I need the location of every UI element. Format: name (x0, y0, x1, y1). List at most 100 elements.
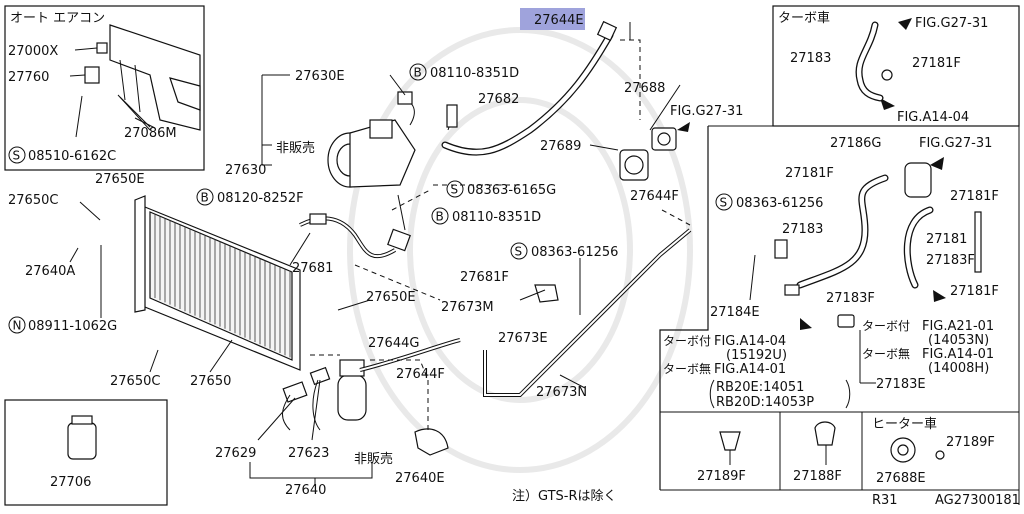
label-fig-a14-01-b: FIG.A14-01 (922, 347, 994, 362)
label-ag-code: AG27300181 (935, 493, 1020, 508)
label-27650E-mid: 27650E (366, 290, 416, 305)
label-27681F: 27681F (460, 270, 509, 285)
label-27181F-a: 27181F (785, 166, 834, 181)
label-turbo-without-a: ターボ無 (663, 361, 711, 376)
label-27000X: 27000X (8, 44, 58, 59)
label-27184E: 27184E (710, 305, 760, 320)
label-08510-6162C: 08510-6162C (28, 149, 116, 164)
label-27183F-b: 27183F (826, 291, 875, 306)
label-27706: 27706 (50, 475, 91, 490)
svg-text:B: B (436, 210, 444, 224)
svg-text:B: B (201, 191, 209, 205)
label-15192U: (15192U) (726, 348, 787, 363)
label-27650C-top: 27650C (8, 193, 58, 208)
label-27640A: 27640A (25, 264, 75, 279)
svg-text:B: B (414, 66, 422, 80)
label-27181F-top: 27181F (912, 56, 961, 71)
symbol-s-08510: S (8, 146, 26, 164)
svg-text:S: S (13, 149, 21, 163)
label-14008H: (14008H) (928, 361, 989, 376)
symbol-s-08363-6165G: S (446, 180, 464, 198)
arrow-to-fig-g27-31-top (898, 18, 912, 30)
label-fig-a21-01: FIG.A21-01 (922, 319, 994, 334)
label-hihanbai-2: 非販売 (354, 451, 393, 467)
label-27688: 27688 (624, 81, 665, 96)
label-27630E: 27630E (295, 69, 345, 84)
label-27186G: 27186G (830, 136, 881, 151)
right-panel-frame (659, 126, 709, 490)
inset-auto-aircon (4, 5, 205, 171)
bracket-27688-drawing (619, 127, 677, 181)
label-27650: 27650 (190, 374, 231, 389)
symbol-b-08120: B (196, 188, 214, 206)
aircon-bracket-drawing (84, 24, 201, 131)
label-turbo-with-a: ターボ付 (663, 334, 711, 348)
arrow-to-fig-g27-31-right (930, 157, 944, 170)
arrow-to-fig-a14-04-top (880, 98, 895, 110)
label-27644G: 27644G (368, 336, 419, 351)
svg-text:S: S (515, 245, 523, 259)
symbol-n-08911: N (8, 316, 26, 334)
label-27673E: 27673E (498, 331, 548, 346)
label-27181: 27181 (926, 232, 967, 247)
label-27688E: 27688E (876, 471, 926, 486)
label-27181F-b: 27181F (950, 189, 999, 204)
highlight-27644E (520, 8, 585, 30)
label-08911-1062G: 08911-1062G (28, 319, 117, 334)
label-rb20e: RB20E:14051 (716, 380, 804, 395)
label-27650E-top: 27650E (95, 172, 145, 187)
label-turbo-with-b: ターボ付 (862, 319, 910, 333)
label-fig-g27-31-top-right: FIG.G27-31 (915, 16, 988, 31)
label-27188F: 27188F (793, 469, 842, 484)
label-27640E: 27640E (395, 471, 445, 486)
label-auto-aircon: オート エアコン (10, 11, 105, 26)
label-27086M: 27086M (124, 126, 177, 141)
label-heater-car: ヒーター車 (872, 417, 937, 432)
label-fig-a14-04-top: FIG.A14-04 (897, 110, 969, 125)
label-27644E: 27644E (534, 13, 584, 28)
label-14053N: (14053N) (928, 333, 989, 348)
arrow-to-fig-g27-31 (677, 122, 690, 132)
label-27682: 27682 (478, 92, 519, 107)
label-27183-right: 27183 (782, 222, 823, 237)
label-fig-a14-01-a: FIG.A14-01 (714, 362, 786, 377)
label-08363-61256-mid: 08363-61256 (531, 245, 618, 260)
label-rb20d: RB20D:14053P (716, 395, 814, 410)
label-27681: 27681 (292, 261, 333, 276)
svg-text:S: S (451, 183, 459, 197)
label-27689: 27689 (540, 139, 581, 154)
compressor-drawing (327, 91, 416, 188)
label-27760: 27760 (8, 70, 49, 85)
label-27623: 27623 (288, 446, 329, 461)
arrow-to-fig-a21-01 (933, 290, 946, 302)
label-27183F-a: 27183F (926, 253, 975, 268)
symbol-b-08110-mid: B (431, 207, 449, 225)
label-27650C-bottom: 27650C (110, 374, 160, 389)
label-27181F-c: 27181F (950, 284, 999, 299)
receiver-drier-drawing (282, 359, 367, 431)
condenser-drawing (134, 195, 301, 371)
label-27644F-mid: 27644F (396, 367, 445, 382)
label-fig-a14-04-b: FIG.A14-04 (714, 334, 786, 349)
label-27673N: 27673N (536, 385, 587, 400)
label-turbo-car: ターボ車 (778, 11, 830, 26)
inset-27706 (4, 399, 168, 506)
label-08110-8351D-top: 08110-8351D (430, 66, 519, 81)
label-08110-8351D-mid: 08110-8351D (452, 210, 541, 225)
part-labels: オート エアコン 27000X 27760 27086M S 08510-616… (8, 8, 1020, 508)
label-27640: 27640 (285, 483, 326, 498)
svg-text:N: N (13, 319, 22, 333)
label-08363-6165G: 08363-6165G (467, 183, 556, 198)
symbol-b-08110-top: B (409, 63, 427, 81)
label-27183E: 27183E (876, 377, 926, 392)
label-27673M: 27673M (441, 300, 494, 315)
label-08120-8252F: 08120-8252F (217, 191, 304, 206)
label-27183-top: 27183 (790, 51, 831, 66)
label-27629: 27629 (215, 446, 256, 461)
label-27630: 27630 (225, 163, 266, 178)
symbol-s-08363-61256-mid: S (510, 242, 528, 260)
arrow-to-fig-a14-04 (800, 318, 812, 330)
label-27644F-top: 27644F (630, 189, 679, 204)
